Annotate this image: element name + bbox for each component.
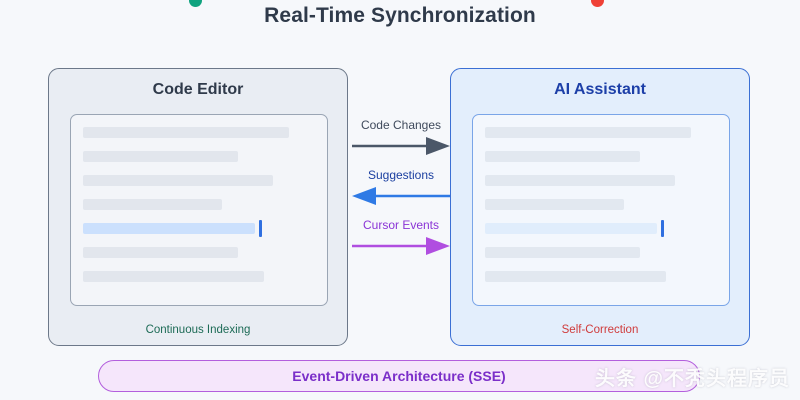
flow-suggestions-label: Suggestions (367, 168, 435, 182)
text-cursor-icon (258, 220, 262, 237)
code-line (83, 151, 239, 162)
code-line (485, 127, 692, 138)
code-line (485, 151, 641, 162)
ai-assistant-panel-title: AI Assistant (554, 81, 646, 98)
flow-cursor-events-label: Cursor Events (362, 218, 440, 232)
code-editor-caption: Continuous Indexing (145, 324, 251, 336)
text-cursor-icon (660, 220, 664, 237)
arrow-right-icon (352, 237, 450, 255)
ai-assistant-caption: Self-Correction (561, 324, 639, 336)
flow-suggestions: Suggestions (352, 168, 450, 208)
ai-assistant-panel: AI Assistant Self-Correction (450, 68, 750, 346)
code-line (485, 247, 641, 258)
code-line-active (83, 220, 262, 237)
code-line (83, 175, 274, 186)
flow-code-changes: Code Changes (352, 118, 450, 158)
code-line (485, 199, 625, 210)
code-line (485, 175, 676, 186)
code-line (485, 271, 666, 282)
code-line (83, 127, 290, 138)
page-title: Real-Time Synchronization (264, 4, 536, 27)
watermark: 头条 @不秃头程序员 (594, 368, 790, 390)
code-editor-panel-title: Code Editor (152, 81, 244, 98)
code-line (83, 247, 239, 258)
red-status-dot-icon (591, 0, 604, 7)
arrow-left-icon (352, 187, 450, 205)
code-editor-code-area (70, 114, 328, 306)
code-line (83, 271, 264, 282)
arrow-right-icon (352, 137, 450, 155)
event-driven-architecture-bar: Event-Driven Architecture (SSE) (98, 360, 700, 392)
code-line-active (485, 220, 664, 237)
flow-code-changes-label: Code Changes (360, 118, 442, 132)
flow-cursor-events: Cursor Events (352, 218, 450, 258)
code-line (83, 199, 223, 210)
ai-assistant-code-area (472, 114, 730, 306)
code-editor-panel: Code Editor Continuous Indexing (48, 68, 348, 346)
event-driven-architecture-label: Event-Driven Architecture (SSE) (292, 368, 506, 384)
green-status-dot-icon (189, 0, 202, 7)
